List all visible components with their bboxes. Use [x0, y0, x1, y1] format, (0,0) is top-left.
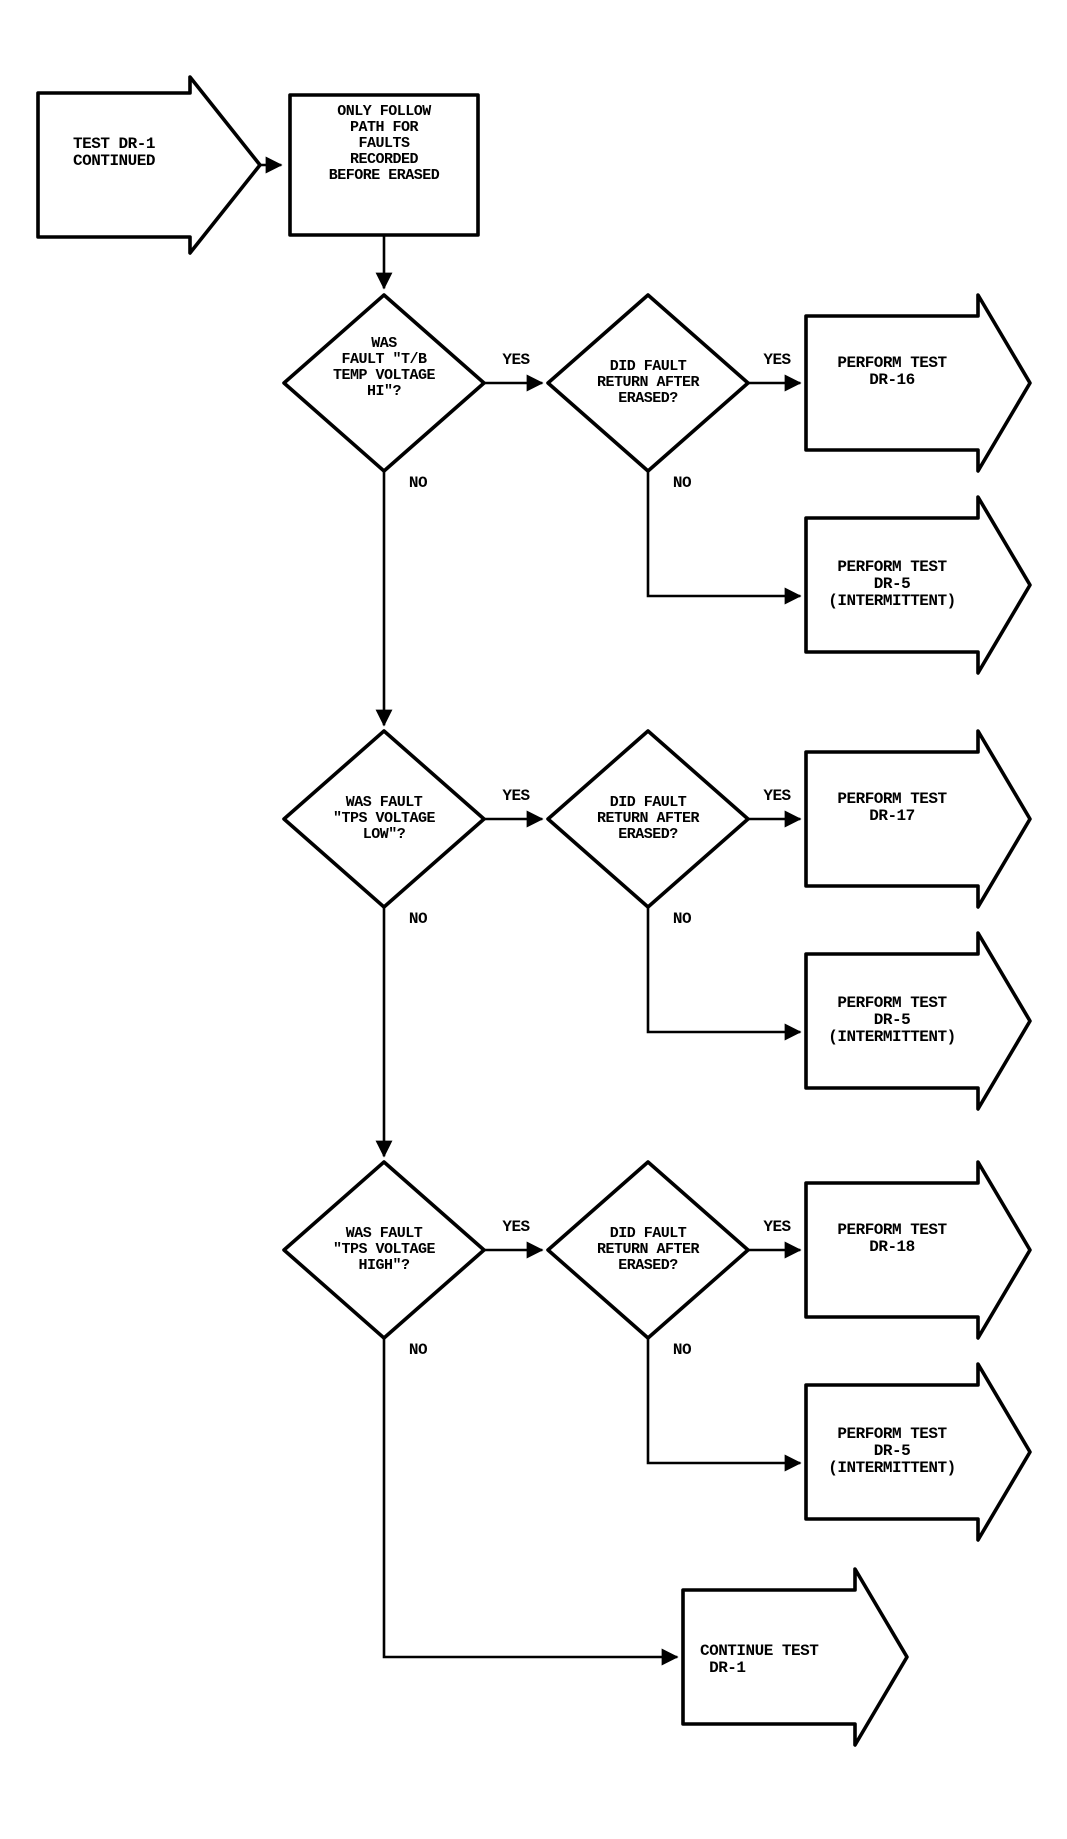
yes-label: YES [502, 1218, 530, 1236]
perform-dr5-label-3: PERFORM TEST DR-5 (INTERMITTENT) [828, 1425, 956, 1477]
perform-dr18-label: PERFORM TEST DR-18 [837, 1221, 947, 1256]
decision-question-label-1: WAS FAULT "T/B TEMP VOLTAGE HI"? [332, 335, 436, 400]
decision-question-label-2: WAS FAULT "TPS VOLTAGE LOW"? [332, 794, 436, 843]
perform-dr18-arrow-box [804, 1160, 1032, 1340]
continue-dr1-arrow-box [681, 1567, 909, 1747]
note-box-label: ONLY FOLLOW PATH FOR FAULTS RECORDED BEF… [328, 103, 440, 184]
perform-dr16-label: PERFORM TEST DR-16 [837, 354, 947, 389]
connector-no-r1-to-dr5 [646, 469, 802, 605]
continue-dr1-label: CONTINUE TEST DR-1 [700, 1642, 819, 1677]
perform-dr17-label: PERFORM TEST DR-17 [837, 790, 947, 825]
recheck-question-label-1: DID FAULT RETURN AFTER ERASED? [596, 358, 700, 407]
yes-label: YES [502, 351, 530, 369]
connector-no-r2-to-dr5 [646, 905, 802, 1041]
decision-question-label-3: WAS FAULT "TPS VOLTAGE HIGH"? [332, 1225, 436, 1274]
perform-dr5-label-1: PERFORM TEST DR-5 (INTERMITTENT) [828, 558, 956, 610]
start-banner-label: TEST DR-1 CONTINUED [73, 135, 155, 170]
no-label: NO [408, 474, 428, 492]
no-label: NO [672, 474, 692, 492]
no-label: NO [672, 1341, 692, 1359]
start-banner-shape [36, 75, 262, 255]
connector-no-r3-to-dr5 [646, 1336, 802, 1472]
recheck-question-label-2: DID FAULT RETURN AFTER ERASED? [596, 794, 700, 843]
note-box-shape [288, 93, 480, 237]
yes-label: YES [763, 787, 791, 805]
yes-label: YES [763, 1218, 791, 1236]
perform-dr5-arrow-box-1 [804, 495, 1032, 675]
recheck-question-label-3: DID FAULT RETURN AFTER ERASED? [596, 1225, 700, 1274]
perform-dr5-arrow-box-3 [804, 1362, 1032, 1542]
no-label: NO [408, 910, 428, 928]
perform-dr5-label-2: PERFORM TEST DR-5 (INTERMITTENT) [828, 994, 956, 1046]
no-label: NO [408, 1341, 428, 1359]
perform-dr17-arrow-box [804, 729, 1032, 909]
perform-dr5-arrow-box-2 [804, 931, 1032, 1111]
connector-no-r3-to-continue [382, 1336, 679, 1666]
yes-label: YES [502, 787, 530, 805]
no-label: NO [672, 910, 692, 928]
perform-dr16-arrow-box [804, 293, 1032, 473]
yes-label: YES [763, 351, 791, 369]
